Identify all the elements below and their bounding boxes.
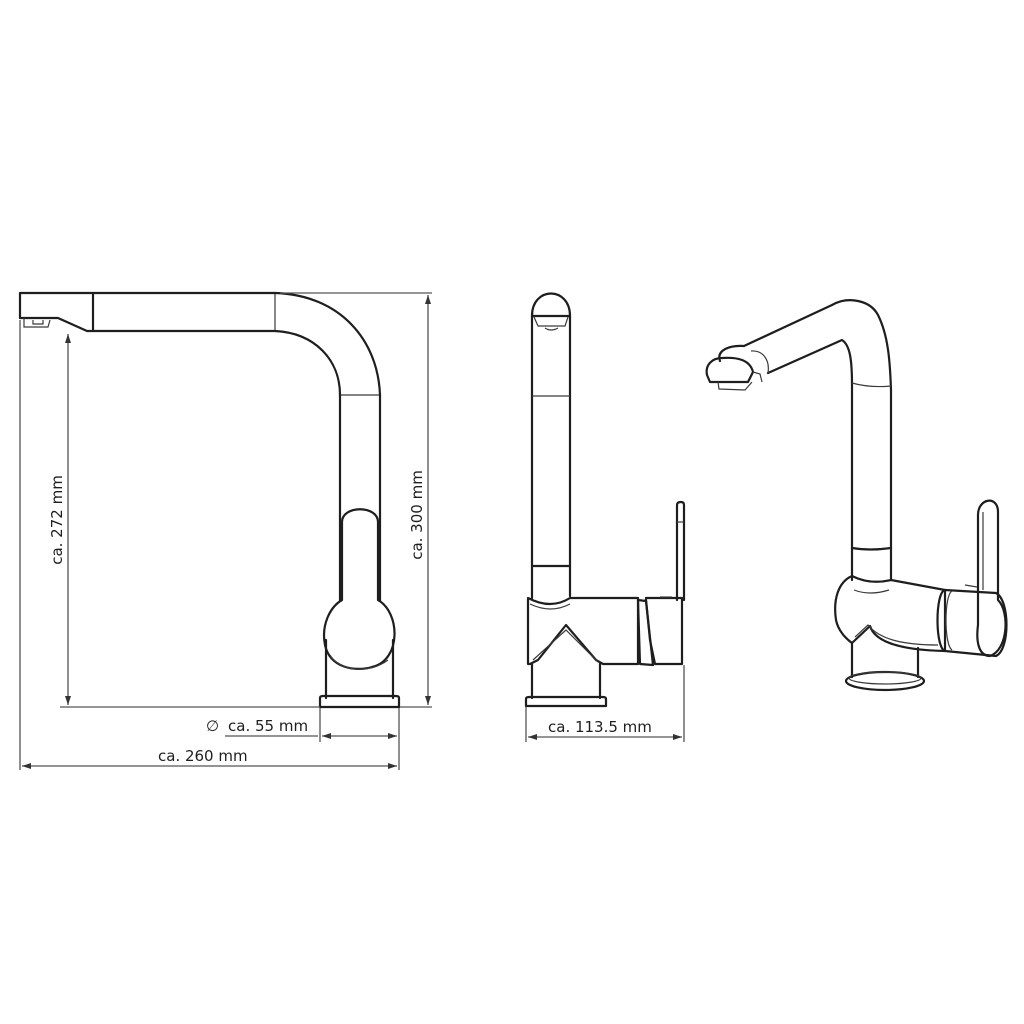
perspective-view (705, 299, 1008, 692)
mixer-body (526, 596, 640, 666)
side-base-plate (524, 695, 608, 708)
spout-nose (705, 356, 755, 384)
lever-handle (322, 508, 396, 670)
spout-arm-inner (766, 338, 854, 387)
perspective-cartridge-cap (936, 588, 1008, 658)
dim-total-reach-label: ca. 260 mm (158, 747, 248, 765)
spout-tip (18, 291, 95, 333)
perspective-base-plate (844, 670, 926, 692)
spout-bend-outer (273, 291, 382, 397)
diameter-symbol: ∅ (206, 717, 219, 735)
side-dimensions: ca. 113.5 mm (525, 665, 685, 742)
perspective-mixer-body (834, 574, 947, 653)
front-dimensions: ca. 272 mm ca. 300 mm ∅ ca. 55 mm ca. 26… (19, 292, 432, 770)
side-view (524, 292, 686, 708)
base-plate (318, 694, 401, 709)
dim-base-diameter-label: ca. 55 mm (228, 717, 308, 735)
front-view (18, 291, 401, 709)
spout-arm-outer (718, 299, 893, 392)
cartridge-cap (644, 596, 684, 666)
dim-total-height-label: ca. 300 mm (408, 470, 426, 560)
dim-side-depth-label: ca. 113.5 mm (548, 718, 652, 736)
dim-spout-height-label: ca. 272 mm (48, 475, 66, 565)
aerator (23, 318, 51, 328)
perspective-lever-handle (976, 499, 1007, 658)
side-lever (675, 500, 686, 602)
spout-head (530, 292, 572, 318)
spout-bend-inner (273, 329, 342, 397)
